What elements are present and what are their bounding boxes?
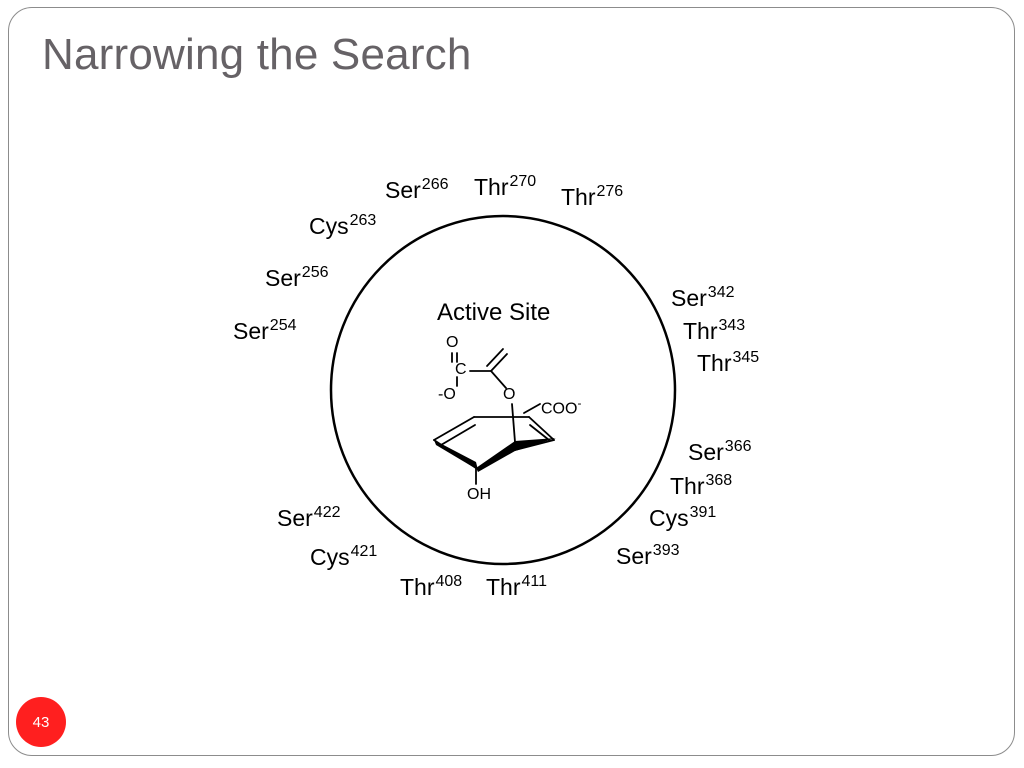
ether-oxygen: O [503, 386, 516, 403]
page-number-badge: 43 [16, 697, 66, 747]
residue-label: Ser366 [688, 438, 752, 465]
coo-charge: - [577, 396, 582, 410]
active-site-label: Active Site [437, 299, 551, 326]
coo-text: COO [541, 400, 578, 418]
carboxylate-group: COO- [541, 397, 581, 417]
carboxyl-carbon: C [455, 361, 467, 378]
residue-label: Ser422 [277, 504, 341, 531]
residue-label: Thr345 [697, 349, 760, 376]
slide-title: Narrowing the Search [42, 30, 472, 79]
residue-label: Ser254 [233, 317, 297, 344]
residue-label: Ser393 [616, 542, 680, 569]
residue-label: Thr343 [683, 317, 746, 344]
wedge-bond-left [434, 440, 478, 470]
residue-label: Cys263 [309, 212, 377, 239]
molecule-bonds [433, 348, 555, 485]
residue-label: Cys391 [649, 504, 717, 531]
carboxylate-oxygen: -O [438, 386, 456, 403]
residue-label: Thr411 [486, 573, 548, 600]
residue-label: Ser256 [265, 264, 329, 291]
hydroxyl-group: OH [467, 486, 491, 503]
residue-label: Ser342 [671, 284, 735, 311]
active-site-circle [329, 214, 677, 566]
residue-label: Thr276 [561, 183, 624, 210]
residue-label: Cys421 [310, 543, 378, 570]
carbonyl-oxygen: O [446, 334, 459, 351]
residue-label: Thr270 [474, 173, 537, 200]
residue-label: Ser266 [385, 176, 449, 203]
residue-label: Thr368 [670, 472, 733, 499]
wedge-bond-right [476, 438, 556, 472]
slide-frame [8, 7, 1015, 756]
residue-label: Thr408 [400, 573, 463, 600]
